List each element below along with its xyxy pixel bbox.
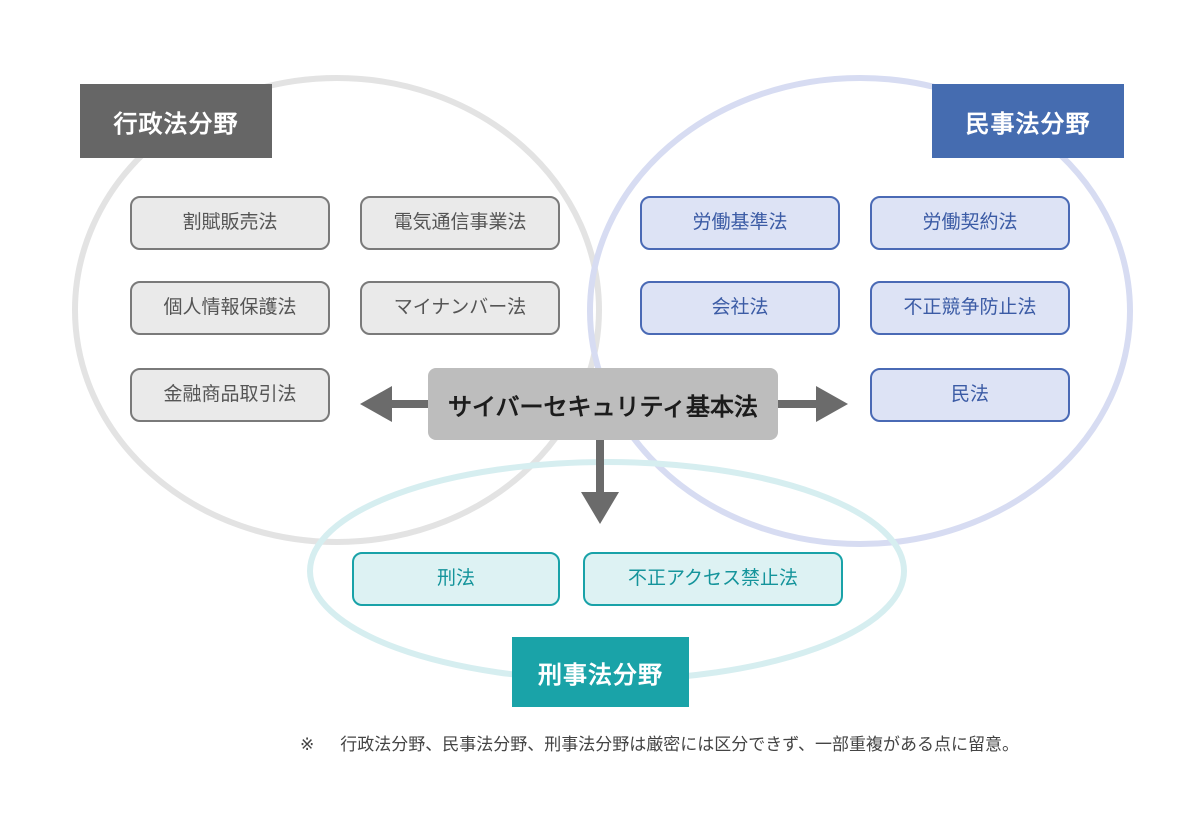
banner-civil-label: 民事法分野 xyxy=(965,110,1091,138)
law-pill-keiho[interactable]: 刑法 xyxy=(352,552,560,606)
law-pill-kappu-hanbai[interactable]: 割賦販売法 xyxy=(130,196,330,250)
arrow-down-icon xyxy=(581,440,619,524)
law-pill-label: 割賦販売法 xyxy=(182,211,278,233)
law-pill-rodo-keiyaku[interactable]: 労働契約法 xyxy=(870,196,1070,250)
law-pill-my-number[interactable]: マイナンバー法 xyxy=(360,281,560,335)
law-pill-label: マイナンバー法 xyxy=(393,296,527,318)
law-pill-label: 不正競争防止法 xyxy=(903,296,1037,318)
law-pill-kinyu-shohin[interactable]: 金融商品取引法 xyxy=(130,368,330,422)
law-pill-label: 電気通信事業法 xyxy=(393,211,527,233)
law-pill-label: 刑法 xyxy=(436,567,475,589)
law-pill-kojin-joho[interactable]: 個人情報保護法 xyxy=(130,281,330,335)
law-pill-fusei-access[interactable]: 不正アクセス禁止法 xyxy=(583,552,843,606)
law-pill-label: 労働契約法 xyxy=(922,211,1018,233)
footnote: ※ 行政法分野、民事法分野、刑事法分野は厳密には区分できず、一部重複がある点に留… xyxy=(300,730,1160,755)
center-node-label: サイバーセキュリティ基本法 xyxy=(447,393,759,421)
law-pill-kaisha[interactable]: 会社法 xyxy=(640,281,840,335)
law-pill-rodo-kijun[interactable]: 労働基準法 xyxy=(640,196,840,250)
law-pill-label: 民法 xyxy=(950,383,989,405)
banner-administrative-label: 行政法分野 xyxy=(113,110,239,138)
banner-criminal-label: 刑事法分野 xyxy=(538,661,663,689)
arrow-right-icon xyxy=(778,386,848,422)
law-pill-fusei-kyoso[interactable]: 不正競争防止法 xyxy=(870,281,1070,335)
law-pill-label: 個人情報保護法 xyxy=(163,296,297,318)
law-pill-minpo[interactable]: 民法 xyxy=(870,368,1070,422)
law-pill-label: 金融商品取引法 xyxy=(163,383,297,405)
center-node-cybersecurity-basic-act[interactable]: サイバーセキュリティ基本法 xyxy=(428,368,778,440)
footnote-mark-icon: ※ xyxy=(300,735,315,754)
banner-civil-law: 民事法分野 xyxy=(932,84,1124,158)
law-pill-label: 会社法 xyxy=(711,296,769,318)
footnote-text: 行政法分野、民事法分野、刑事法分野は厳密には区分できず、一部重複がある点に留意。 xyxy=(340,735,1020,754)
law-pill-label: 不正アクセス禁止法 xyxy=(627,567,799,589)
arrow-left-icon xyxy=(360,386,428,422)
banner-criminal-law: 刑事法分野 xyxy=(512,637,689,707)
law-pill-denki-tsushin[interactable]: 電気通信事業法 xyxy=(360,196,560,250)
banner-administrative-law: 行政法分野 xyxy=(80,84,272,158)
law-pill-label: 労働基準法 xyxy=(692,211,788,233)
